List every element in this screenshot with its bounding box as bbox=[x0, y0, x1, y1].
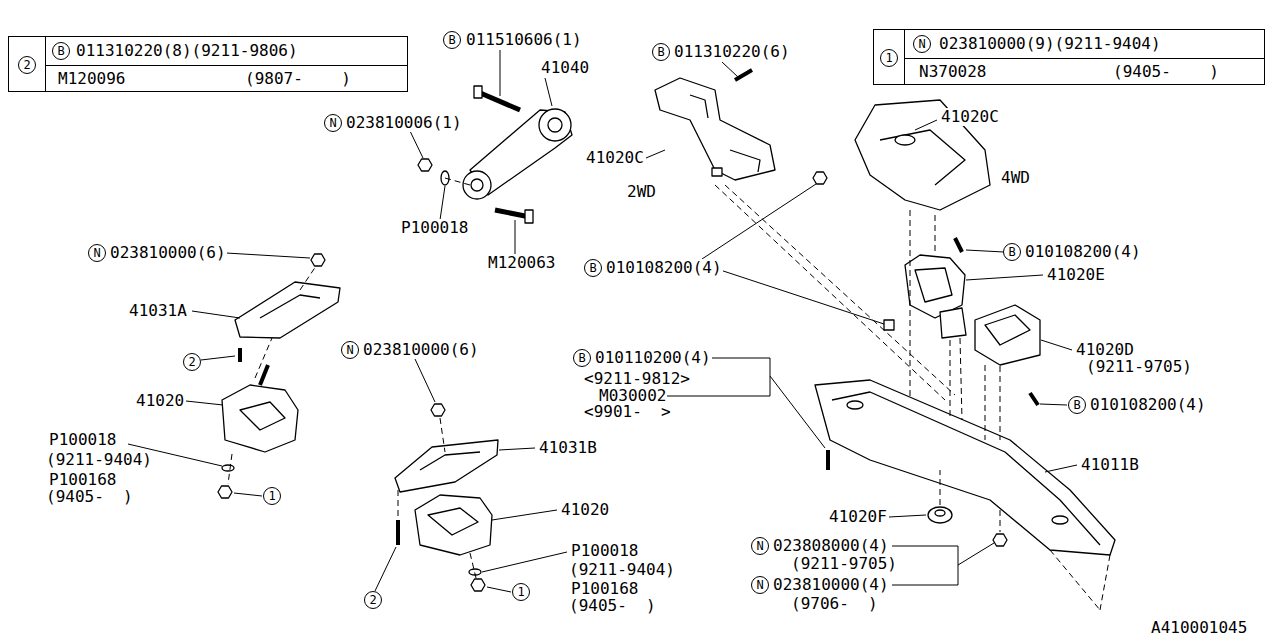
part-label: 41020C bbox=[585, 149, 645, 167]
part-label: (9211-9404) bbox=[45, 451, 153, 469]
part-label: <9211-9812> bbox=[583, 370, 691, 388]
part-label: 023810000(6) bbox=[362, 341, 480, 359]
part-label: 41040 bbox=[540, 59, 590, 77]
circled-symbol: 2 bbox=[18, 56, 36, 74]
part-label: P100168 bbox=[570, 580, 639, 598]
part-label: 41020F bbox=[828, 508, 888, 526]
table-rule bbox=[45, 65, 407, 66]
circled-symbol: N bbox=[751, 576, 769, 594]
part-label: 023808000(4) bbox=[772, 537, 890, 555]
part-label: A410001045 bbox=[1150, 619, 1248, 637]
circled-symbol: B bbox=[1068, 396, 1086, 414]
part-label: 41020E bbox=[1046, 266, 1106, 284]
part-label: 2WD bbox=[626, 183, 657, 201]
circled-symbol: B bbox=[52, 42, 70, 60]
part-label: 023810000(6) bbox=[109, 244, 227, 262]
circled-symbol: 2 bbox=[364, 591, 382, 609]
table-rule bbox=[904, 58, 1264, 59]
part-label: P100168 bbox=[48, 471, 117, 489]
part-label: (9706- ) bbox=[790, 595, 879, 613]
table-rule bbox=[904, 30, 905, 84]
part-number: (9807- ) bbox=[244, 70, 352, 88]
circled-symbol: N bbox=[913, 35, 931, 53]
part-label: P100018 bbox=[400, 219, 469, 237]
part-label: 010108200(4) bbox=[1024, 243, 1142, 261]
circled-symbol: N bbox=[341, 341, 359, 359]
part-label: 011510606(1) bbox=[465, 31, 583, 49]
part-note-table: 1N 023810000(9)(9211-9404) N370028 (9405- ) bbox=[873, 29, 1265, 85]
circled-symbol: 1 bbox=[880, 49, 898, 67]
part-label: 4WD bbox=[1000, 169, 1031, 187]
table-rule bbox=[45, 37, 46, 91]
part-label: 023810006(1) bbox=[345, 114, 463, 132]
part-label: P100018 bbox=[48, 431, 117, 449]
part-label: 41031A bbox=[128, 302, 188, 320]
part-label: 023810000(4) bbox=[772, 576, 890, 594]
circled-symbol: N bbox=[88, 244, 106, 262]
part-number: (9405- ) bbox=[1112, 63, 1220, 81]
part-label: 41020D bbox=[1075, 341, 1135, 359]
part-number: 011310220(8)(9211-9806) bbox=[75, 42, 299, 60]
part-label: <9901- > bbox=[583, 403, 672, 421]
circled-symbol: 2 bbox=[183, 353, 201, 371]
part-label: (9405- ) bbox=[568, 597, 657, 615]
part-label: (9211-9404) bbox=[568, 561, 676, 579]
circled-symbol: N bbox=[751, 537, 769, 555]
part-label: 010110200(4) bbox=[594, 349, 712, 367]
circled-symbol: N bbox=[324, 114, 342, 132]
part-label: M120063 bbox=[487, 254, 556, 272]
part-label: 010108200(4) bbox=[1089, 396, 1207, 414]
part-label: P100018 bbox=[570, 542, 639, 560]
circled-symbol: 1 bbox=[512, 583, 530, 601]
part-number: N370028 bbox=[918, 63, 987, 81]
part-number: M120096 bbox=[57, 70, 126, 88]
part-note-table: 2B 011310220(8)(9211-9806) M120096 (9807- ) bbox=[8, 36, 408, 92]
part-label: 011310220(6) bbox=[673, 43, 791, 61]
circled-symbol: 1 bbox=[263, 487, 281, 505]
circled-symbol: B bbox=[573, 349, 591, 367]
circled-symbol: B bbox=[443, 31, 461, 49]
circled-symbol: B bbox=[1003, 243, 1021, 261]
circled-symbol: B bbox=[652, 43, 670, 61]
part-label: (9211-9705) bbox=[790, 555, 898, 573]
part-label: 41031B bbox=[538, 439, 598, 457]
part-label: 41020 bbox=[560, 501, 610, 519]
part-label: 41020C bbox=[940, 108, 1000, 126]
part-label: 010108200(4) bbox=[605, 259, 723, 277]
part-label: (9405- ) bbox=[45, 488, 134, 506]
part-number: 023810000(9)(9211-9404) bbox=[938, 35, 1162, 53]
part-label: (9211-9705) bbox=[1085, 358, 1193, 376]
circled-symbol: B bbox=[584, 259, 602, 277]
part-label: 41011B bbox=[1080, 456, 1140, 474]
part-label: 41020 bbox=[135, 392, 185, 410]
